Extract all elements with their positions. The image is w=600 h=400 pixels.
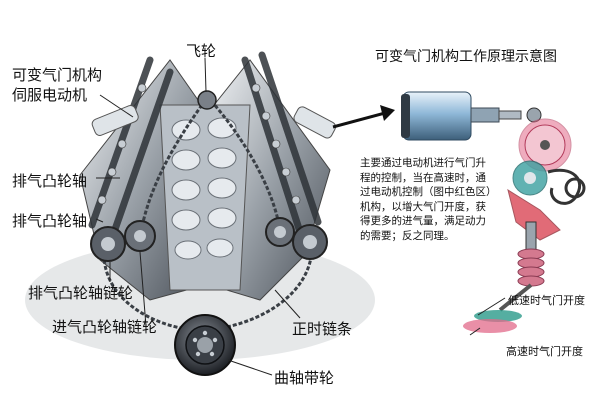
high-speed-lift-label: 高速时气门开度 [506,345,583,358]
intake-sprocket-right [265,217,295,247]
servo-motor-label-line1: 可变气门机构 [12,66,103,84]
exhaust-sprocket-right [292,224,328,260]
low-speed-lift-label: 低速时气门开度 [508,294,585,307]
crankshaft-pulley-graphic [174,314,236,376]
flywheel-graphic [197,90,217,110]
schematic-gear-train [507,118,586,241]
cam-lobes [97,83,301,205]
schematic-motor [401,91,542,141]
crankshaft-pulley-label: 曲轴带轮 [274,369,335,387]
right-servo-motor-graphic [293,106,337,139]
leader-lines [95,57,301,376]
intake-camshaft-sprocket-label: 进气凸轮轴链轮 [52,318,158,336]
valve-lift-pointers [469,297,506,336]
intake-runners [171,117,237,260]
exhaust-sprocket-left [90,226,126,262]
schematic-valve [463,221,545,333]
pointer-arrow [332,105,395,129]
servo-motor-label-line2: 伺服电动机 [12,86,88,104]
schematic-description: 主要通过电动机进行气门升程的控制，当在高速时，通过电动机控制（图中红色区）机构，… [360,157,492,242]
flywheel-label: 飞轮 [186,42,217,60]
exhaust-camshaft-label-2: 排气凸轮轴 [12,212,88,230]
timing-chain-label: 正时链条 [292,320,353,338]
exhaust-camshaft-label-1: 排气凸轮轴 [12,172,88,190]
exhaust-camshaft-sprocket-label: 排气凸轮轴链轮 [28,284,134,302]
intake-sprocket-left [124,220,156,252]
schematic-title: 可变气门机构工作原理示意图 [375,49,557,65]
